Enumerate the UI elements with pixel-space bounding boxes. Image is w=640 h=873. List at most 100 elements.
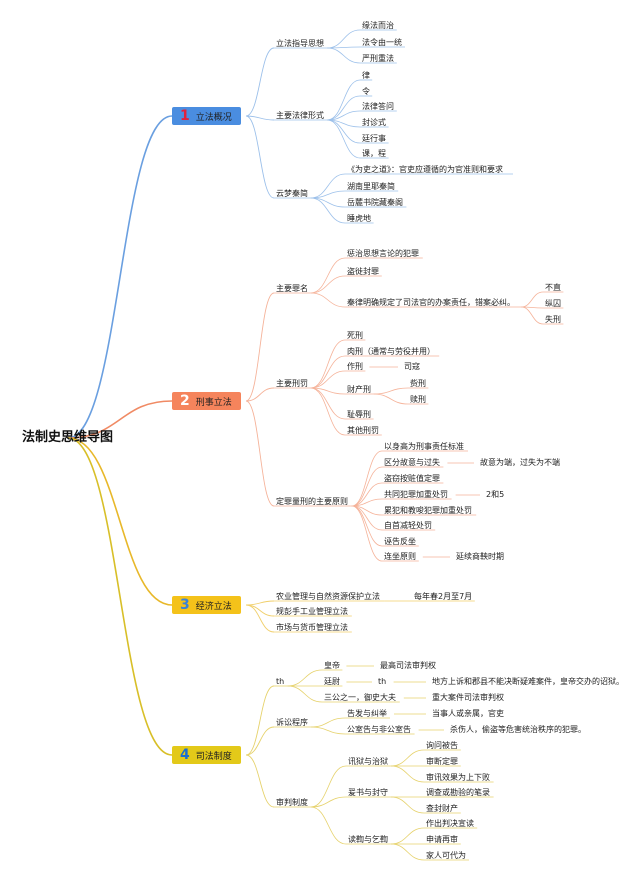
detail-node[interactable]: 询问被告 <box>426 741 458 750</box>
branch-topic-link <box>245 292 275 402</box>
topic-node[interactable]: 定罪量刑的主要原则 <box>276 497 348 506</box>
detail-link <box>390 749 425 767</box>
detail-node[interactable]: th <box>378 677 387 686</box>
subtopic-node[interactable]: 讯狱与治狱 <box>348 757 388 766</box>
subtopic-node[interactable]: 皇帝 <box>324 661 340 670</box>
subtopic-node[interactable]: 诬告反坐 <box>384 537 416 546</box>
branch-1[interactable]: 1 立法概况 <box>172 107 241 125</box>
detail-node[interactable]: 作出判决宣读 <box>426 819 474 828</box>
subtopic-node[interactable]: 共同犯罪加重处罚 <box>384 490 448 499</box>
subtopic-node[interactable]: 读鞫与乞鞫 <box>348 835 388 844</box>
subtopic-node[interactable]: 耻辱刑 <box>347 410 371 419</box>
subtopic-node[interactable]: 区分故意与过失 <box>384 458 440 467</box>
subtopic-node[interactable]: 睡虎地 <box>347 214 371 223</box>
topic-node[interactable]: 主要刑罚 <box>276 379 308 388</box>
detail-node[interactable]: 杀伤人，偷盗等危害统治秩序的犯罪。 <box>450 725 586 734</box>
subtopic-node[interactable]: 以身高为刑事责任标准 <box>384 442 464 451</box>
subtopic-node[interactable]: 财产刑 <box>347 385 371 394</box>
subtopic-node[interactable]: 令 <box>362 87 370 96</box>
detail-node[interactable]: 不直 <box>545 283 561 292</box>
topic-node[interactable]: 立法指导思想 <box>276 39 324 48</box>
subtopic-node[interactable]: 爰书与封守 <box>348 788 388 797</box>
topic-subtopic-link <box>310 370 346 389</box>
detail-node[interactable]: 纵囚 <box>545 299 561 308</box>
subtopic-node[interactable]: 盗窃按赃值定罪 <box>384 474 440 483</box>
detail-link <box>390 765 425 783</box>
topic-node[interactable]: 诉讼程序 <box>276 718 308 727</box>
subtopic-node[interactable]: 累犯和教唆犯罪加重处罚 <box>384 506 472 515</box>
topic-subtopic-link <box>310 796 347 808</box>
topic-subtopic-link <box>310 726 346 735</box>
topic-node[interactable]: 主要法律形式 <box>276 111 324 120</box>
topic-subtopic-link <box>310 173 346 199</box>
subtopic-node[interactable]: 缘法而治 <box>362 21 394 30</box>
topic-node[interactable]: 主要罪名 <box>276 284 308 293</box>
subtopic-node[interactable]: 死刑 <box>347 331 363 340</box>
subtopic-node[interactable]: 其他刑罚 <box>347 426 379 435</box>
subtopic-node[interactable]: 封诊式 <box>362 118 386 127</box>
topic-node[interactable]: th <box>276 677 285 686</box>
subtopic-node[interactable]: 自首减轻处罚 <box>384 521 432 530</box>
topic-node[interactable]: 农业管理与自然资源保护立法 <box>276 592 380 601</box>
branch-label: 立法概况 <box>195 113 232 123</box>
detail-node[interactable]: 故意为端，过失为不端 <box>480 458 560 467</box>
subtopic-node[interactable]: 岳麓书院藏秦阁 <box>347 198 403 207</box>
subtopic-node[interactable]: 作刑 <box>347 362 363 371</box>
detail-node[interactable]: 延续商鞅时期 <box>456 552 504 561</box>
root-title: 法制史思维导图 <box>22 430 114 445</box>
subtopic-node[interactable]: 肉刑（通常与劳役并用） <box>347 347 435 356</box>
topic-node[interactable]: 规彭手工业管理立法 <box>276 607 348 616</box>
topic-subtopic-link <box>310 806 347 845</box>
subtopic-node[interactable]: 每年春2月至7月 <box>414 592 473 601</box>
subtopic-node[interactable]: 法令由一统 <box>362 38 402 47</box>
subtopic-node[interactable]: 告发与纠举 <box>347 709 387 718</box>
topic-subtopic-link <box>351 482 383 507</box>
topic-subtopic-link <box>351 450 383 507</box>
subtopic-node[interactable]: 连坐原则 <box>384 552 416 561</box>
branch-topic-link <box>245 115 275 199</box>
topic-node[interactable]: 审判制度 <box>276 798 308 807</box>
detail-node[interactable]: 家人可代为 <box>426 851 466 860</box>
detail-node[interactable]: 地方上诉和郡县不能决断疑难案件，皇帝交办的诏狱。 <box>432 677 624 686</box>
subtopic-node[interactable]: 公室告与非公室告 <box>347 725 411 734</box>
subtopic-node[interactable]: 廷尉 <box>324 677 340 686</box>
subtopic-node[interactable]: 盗徙封罪 <box>347 267 379 276</box>
branch-topic-link <box>245 685 275 756</box>
root-branch-link-1 <box>67 115 173 439</box>
detail-node[interactable]: 赀刑 <box>410 379 426 388</box>
detail-node[interactable]: 调查或勘验的笔录 <box>426 788 490 797</box>
subtopic-node[interactable]: 法律答问 <box>362 102 394 111</box>
subtopic-node[interactable]: 课，程 <box>362 149 386 158</box>
detail-node[interactable]: 2和5 <box>486 490 505 499</box>
detail-node[interactable]: 司寇 <box>404 362 420 371</box>
subtopic-node[interactable]: 严刑重法 <box>362 54 394 63</box>
detail-node[interactable]: 最高司法审判权 <box>380 661 436 670</box>
branch-number: 2 <box>180 393 190 409</box>
detail-node[interactable]: 审断定罪 <box>426 757 458 766</box>
subtopic-node[interactable]: 三公之一，御史大夫 <box>324 693 396 702</box>
subtopic-node[interactable]: 律 <box>362 71 370 80</box>
detail-node[interactable]: 申请再审 <box>426 835 458 844</box>
detail-node[interactable]: 重大案件司法审判权 <box>432 693 504 702</box>
detail-node[interactable]: 审讯效果为上下败 <box>426 773 490 782</box>
topic-subtopic-link <box>310 717 346 728</box>
branch-topic-link <box>245 47 275 117</box>
detail-node[interactable]: 当事人或亲属，官吏 <box>432 709 504 718</box>
detail-node[interactable]: 失刑 <box>545 315 561 324</box>
detail-node[interactable]: 赎刑 <box>410 395 426 404</box>
subtopic-node[interactable]: 秦律明确规定了司法官的办案责任，错案必纠。 <box>347 298 515 307</box>
subtopic-node[interactable]: 惩治思想言论的犯罪 <box>347 249 419 258</box>
topic-node[interactable]: 市场与货币管理立法 <box>276 623 348 632</box>
detail-node[interactable]: 查封财产 <box>426 804 458 813</box>
topic-subtopic-link <box>310 197 346 208</box>
branch-number: 1 <box>180 108 190 124</box>
subtopic-node[interactable]: 《为吏之道》：官吏应遵循的为官准则和要求 <box>347 165 503 174</box>
topic-subtopic-link <box>351 505 383 562</box>
subtopic-node[interactable]: 廷行事 <box>362 134 386 143</box>
subtopic-node[interactable]: 湖南里耶秦简 <box>347 182 395 191</box>
branch-number: 4 <box>180 747 190 763</box>
topic-node[interactable]: 云梦秦简 <box>276 189 308 198</box>
